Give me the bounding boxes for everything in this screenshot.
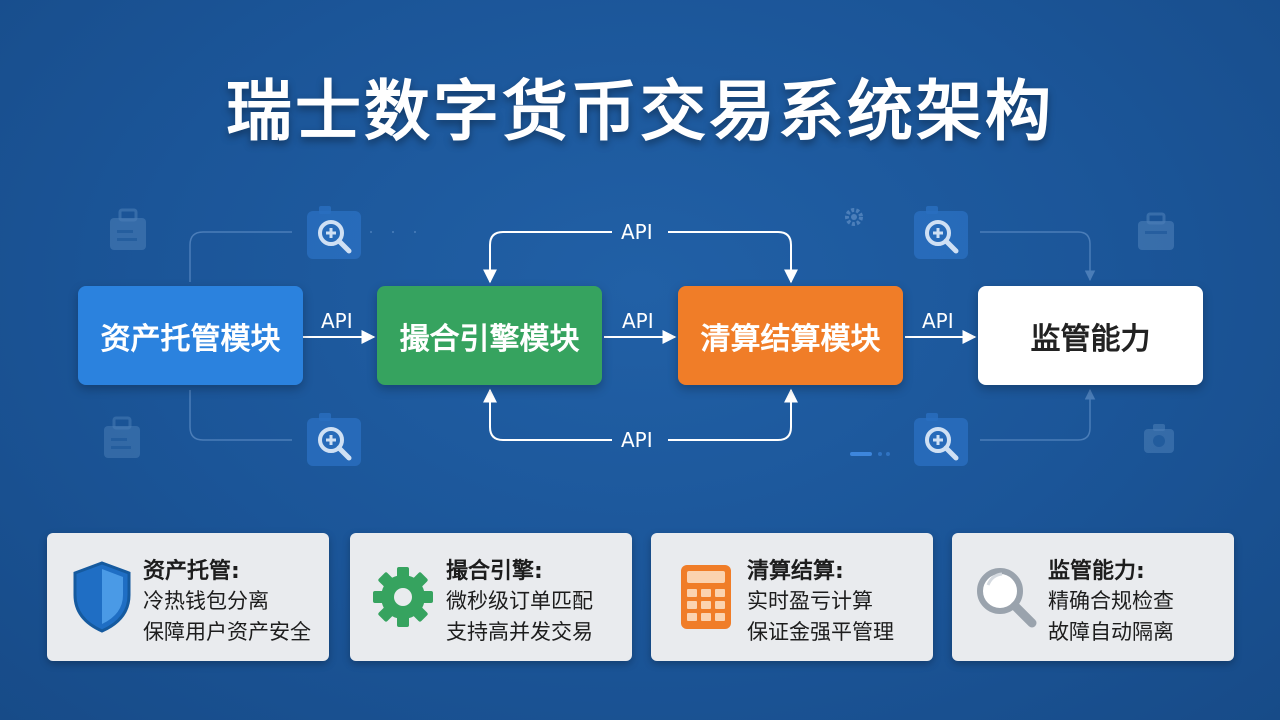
module-asset-custody: 资产托管模块 <box>78 286 303 385</box>
card-title: 监管能力: <box>1048 559 1145 584</box>
module-matching-engine: 撮合引擎模块 <box>377 286 602 385</box>
search-icon <box>307 206 361 259</box>
search-icon <box>914 413 968 466</box>
api-label-top-loop: API <box>621 220 653 244</box>
card-line: 故障自动隔离 <box>1048 620 1174 644</box>
card-regulatory: 监管能力: 精确合规检查 故障自动隔离 <box>952 533 1234 661</box>
briefcase-icon <box>104 416 140 458</box>
api-label-3-4: API <box>922 309 954 333</box>
card-line: 微秒级订单匹配 <box>446 589 593 613</box>
card-asset-custody: 资产托管: 冷热钱包分离 保障用户资产安全 <box>47 533 329 661</box>
module-clearing-settlement: 清算结算模块 <box>678 286 903 385</box>
card-line: 实时盈亏计算 <box>747 589 873 613</box>
search-icon <box>307 413 361 466</box>
api-label-bottom-loop: API <box>621 428 653 452</box>
card-line: 保证金强平管理 <box>747 620 894 644</box>
card-line: 保障用户资产安全 <box>143 620 311 644</box>
briefcase-icon <box>1138 212 1174 250</box>
gear-icon <box>845 208 863 226</box>
card-line: 冷热钱包分离 <box>143 589 269 613</box>
card-line: 支持高并发交易 <box>446 620 593 644</box>
card-title: 资产托管: <box>143 559 240 584</box>
api-label-1-2: API <box>321 309 353 333</box>
card-line: 精确合规检查 <box>1048 589 1174 613</box>
briefcase-icon <box>110 208 146 250</box>
search-icon <box>914 206 968 259</box>
card-title: 清算结算: <box>747 559 844 584</box>
gear-icon <box>373 567 433 627</box>
card-clearing-settlement: 清算结算: 实时盈亏计算 保证金强平管理 <box>651 533 933 661</box>
magnifier-icon <box>977 568 1037 628</box>
camera-icon <box>1144 424 1174 453</box>
module-regulatory: 监管能力 <box>978 286 1203 385</box>
card-matching-engine: 撮合引擎: 微秒级订单匹配 支持高并发交易 <box>350 533 632 661</box>
card-title: 撮合引擎: <box>446 559 543 584</box>
calculator-icon <box>681 565 731 629</box>
api-label-2-3: API <box>622 309 654 333</box>
shield-icon <box>73 561 131 633</box>
page-title: 瑞士数字货币交易系统架构 <box>226 73 1054 150</box>
progress-dots <box>850 452 890 456</box>
